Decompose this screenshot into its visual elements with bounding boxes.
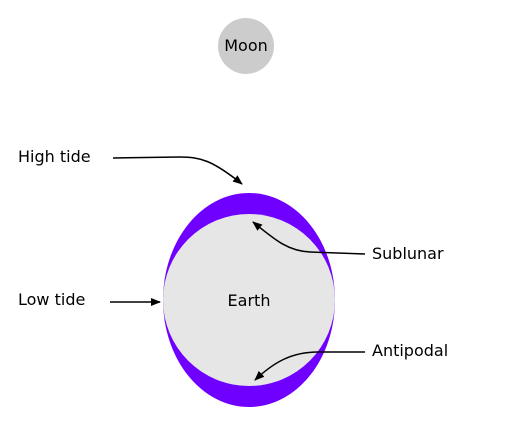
moon-circle [218, 18, 274, 74]
sublunar-arrow [252, 221, 366, 255]
high-tide-label: High tide [18, 147, 91, 166]
earth-label: Earth [228, 291, 271, 310]
high-tide-arrow [112, 156, 243, 185]
low-tide-label: Low tide [18, 290, 85, 309]
antipodal-label: Antipodal [372, 341, 448, 360]
earth-circle [163, 214, 335, 386]
antipodal-arrow [254, 351, 365, 381]
moon-label: Moon [224, 36, 268, 55]
sublunar-label: Sublunar [372, 244, 444, 263]
